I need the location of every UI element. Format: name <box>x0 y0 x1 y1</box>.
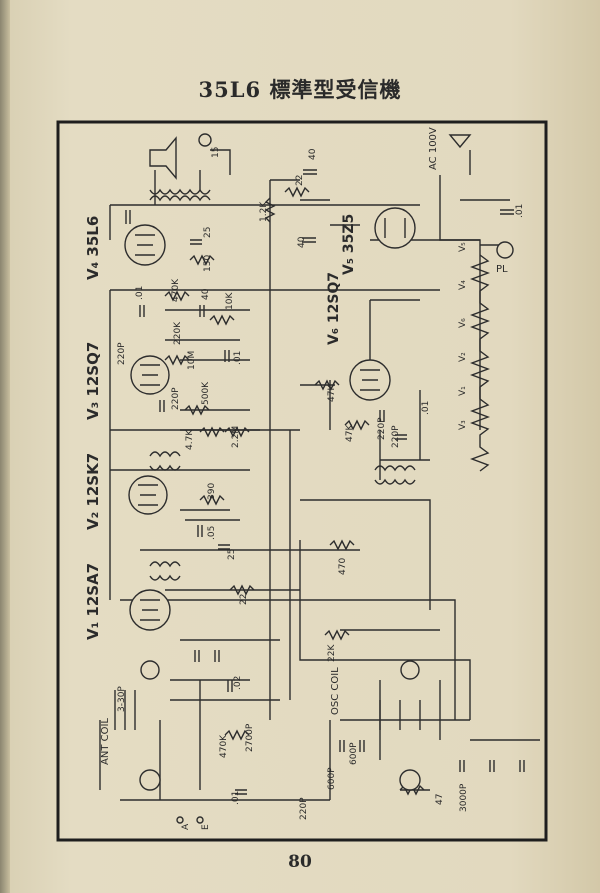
value-r-47k-v6: 47K <box>327 384 337 402</box>
terminal-e-label: E <box>201 824 211 830</box>
value-c-40-v4: 40 <box>201 288 211 300</box>
value-r-22k: 22K <box>327 644 337 662</box>
value-r-10k: 10K <box>225 292 235 310</box>
capacitors <box>125 169 525 795</box>
resistors <box>164 186 425 796</box>
heater-v1-label: V₁ <box>458 386 468 396</box>
page-number: 80 <box>288 852 312 872</box>
heater-v4-label: V₄ <box>458 280 468 290</box>
value-r-390: 390 <box>207 483 217 500</box>
tubes <box>124 207 416 631</box>
schematic-frame <box>56 120 548 842</box>
value-c-3-30p: 3-30P <box>117 686 127 712</box>
value-c-25-v2: 25 <box>227 549 237 560</box>
value-c-3000p: 3000P <box>459 783 469 812</box>
value-r-500k: 500K <box>201 381 211 405</box>
tube-label-v4: V₄ 35L6 <box>84 216 102 280</box>
value-c-220p-v6: 220P <box>377 417 387 440</box>
value-c-02: .02 <box>233 676 243 690</box>
page-title: 35L6 標準型受信機 <box>198 77 402 102</box>
value-r-22-v1: 22 <box>239 594 249 605</box>
component-values: 40 22 1.2K 40 .01 25 150 470K .01 40 10K… <box>117 148 525 820</box>
value-c-220p-v3b: 220P <box>171 387 181 410</box>
heater-chain <box>470 254 490 472</box>
pilot-lamp-icon <box>496 241 514 259</box>
value-c-220p-v3: 220P <box>117 342 127 365</box>
ac-100v-label: AC 100V <box>428 127 439 170</box>
value-c-40-top: 40 <box>308 148 318 160</box>
value-r-150: 150 <box>203 255 213 272</box>
value-r-220k: 220K <box>173 321 183 345</box>
band-switches <box>139 660 421 824</box>
tube-label-v2: V₂ 12SK7 <box>84 453 102 530</box>
value-r-4-7k: 4.7K <box>185 429 195 450</box>
wiring <box>99 149 540 801</box>
osc-coil-label: OSC COIL <box>330 667 341 715</box>
value-c-600p: 600P <box>327 767 337 790</box>
tube-label-v3: V₃ 12SQ7 <box>84 342 102 420</box>
value-r-470k-v1: 470K <box>219 734 229 758</box>
tube-label-v6: V₆ 12SQ7 <box>326 272 342 345</box>
tube-label-v1: V₁ 12SA7 <box>84 563 102 640</box>
pl-label: PL <box>496 264 508 275</box>
misc-labels: ANT COIL OSC COIL AC 100V PL 15 V₅ V₄ V₆… <box>100 127 508 830</box>
terminal-a-label: A <box>181 823 191 830</box>
speaker <box>149 133 212 180</box>
tube-label-v5: V₅ 35Z5 <box>341 214 357 275</box>
value-c-01-ant: .01 <box>231 791 241 805</box>
value-r-22-top: 22 <box>295 175 305 186</box>
value-r-12k: 1.2K <box>259 201 269 222</box>
heater-v5-label: V₅ <box>458 242 468 252</box>
heater-v3-label: V₃ <box>458 420 468 430</box>
value-c-25-cath: 25 <box>203 227 213 238</box>
primary-15-label: 15 <box>211 147 221 158</box>
value-c-40-mid: 40 <box>297 236 307 248</box>
value-c-2700p: 2700P <box>245 723 255 752</box>
coils <box>114 188 421 730</box>
value-c-220p-bot: 220P <box>299 797 309 820</box>
value-r-470k-v4: 470K <box>171 278 181 302</box>
ac-plug-icon <box>448 134 472 149</box>
value-c-05: .05 <box>207 526 217 540</box>
value-c-600p-b: 600P <box>349 742 359 765</box>
heater-v6-label: V₆ <box>458 318 468 328</box>
value-c-01-v4: .01 <box>135 286 145 300</box>
value-c-01-out: .01 <box>515 204 525 218</box>
value-r-47: 47 <box>435 794 445 805</box>
value-r-47k-v6b: 47K <box>345 424 355 442</box>
heater-v2-label: V₂ <box>458 352 468 362</box>
value-c-01-v6: .01 <box>421 401 431 415</box>
value-c-220p-v6b: 220P <box>391 425 401 448</box>
value-r-470: 470 <box>338 558 348 575</box>
tube-labels: V₄ 35L6 V₅ 35Z5 V₆ 12SQ7 V₃ 12SQ7 V₂ 12S… <box>84 214 357 640</box>
value-c-01-v3: .01 <box>233 351 243 365</box>
value-r-10m: 10M <box>187 351 197 370</box>
book-spine <box>0 0 10 893</box>
value-r-2-2m: 2.2M <box>231 426 241 448</box>
ant-coil-label: ANT COIL <box>100 718 111 765</box>
